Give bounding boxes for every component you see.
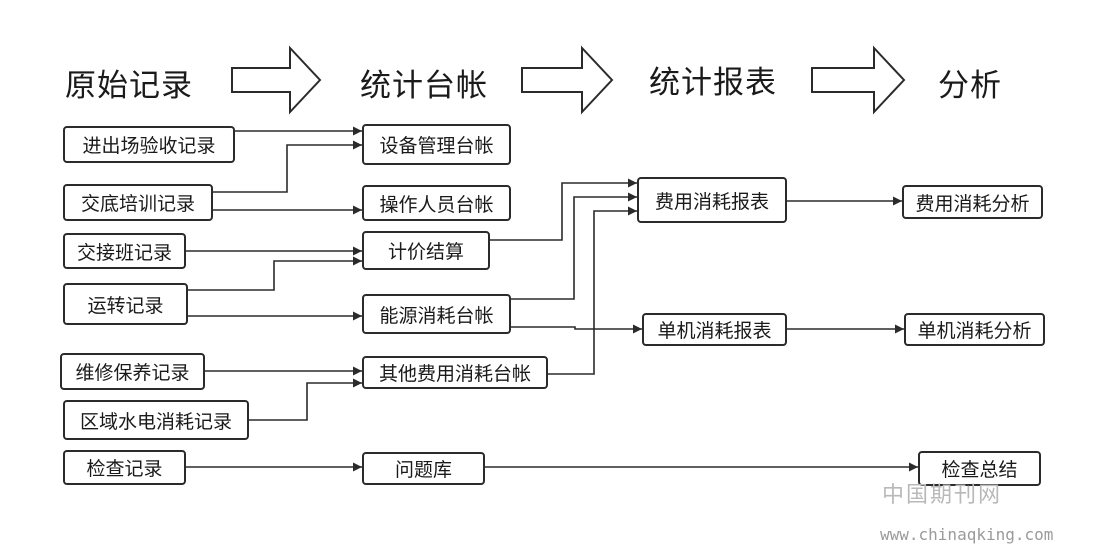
- header-stat-ledger: 统计台帐: [360, 68, 488, 104]
- node-operation: 运转记录: [63, 283, 188, 325]
- node-cost-report: 费用消耗报表: [637, 177, 787, 223]
- header-raw-records: 原始记录: [65, 68, 193, 104]
- node-inspection: 检查记录: [63, 450, 186, 485]
- node-cost-analysis: 费用消耗分析: [902, 185, 1043, 219]
- edge-operation-to-pricing: [188, 256, 362, 291]
- edge-energy-to-cost-report: [511, 192, 637, 300]
- edge-water-to-other: [249, 378, 362, 421]
- node-issue-library: 问题库: [362, 452, 485, 485]
- node-maintenance: 维修保养记录: [60, 353, 205, 390]
- node-area-water-power: 区域水电消耗记录: [63, 400, 249, 440]
- node-handover-training: 交底培训记录: [63, 184, 213, 221]
- node-energy-consumption: 能源消耗台帐: [362, 294, 511, 334]
- stage-arrow-1: [231, 45, 322, 115]
- watermark-url: www.chinaqking.com: [880, 525, 1054, 544]
- edge-pricing-to-cost-report: [490, 178, 637, 241]
- node-equipment-mgmt: 设备管理台帐: [362, 124, 511, 165]
- node-operator: 操作人员台帐: [362, 185, 511, 221]
- watermark-site-name: 中国期刊网: [882, 483, 1003, 508]
- header-stat-report: 统计报表: [649, 65, 777, 101]
- stage-arrow-3: [811, 45, 906, 115]
- edge-training-to-equipment: [213, 140, 362, 193]
- edge-other-to-cost-report: [548, 206, 637, 375]
- node-pricing-settlement: 计价结算: [362, 231, 490, 270]
- edge-energy-to-unit-report: [511, 324, 642, 334]
- node-inspection-summary: 检查总结: [918, 451, 1041, 486]
- node-unit-report: 单机消耗报表: [642, 313, 787, 346]
- node-other-cost: 其他费用消耗台帐: [362, 356, 548, 389]
- node-shift-handover: 交接班记录: [63, 233, 186, 269]
- node-inout-acceptance: 进出场验收记录: [63, 126, 235, 163]
- node-unit-analysis: 单机消耗分析: [904, 313, 1045, 346]
- header-analysis: 分析: [938, 68, 1002, 104]
- stage-arrow-2: [521, 45, 614, 115]
